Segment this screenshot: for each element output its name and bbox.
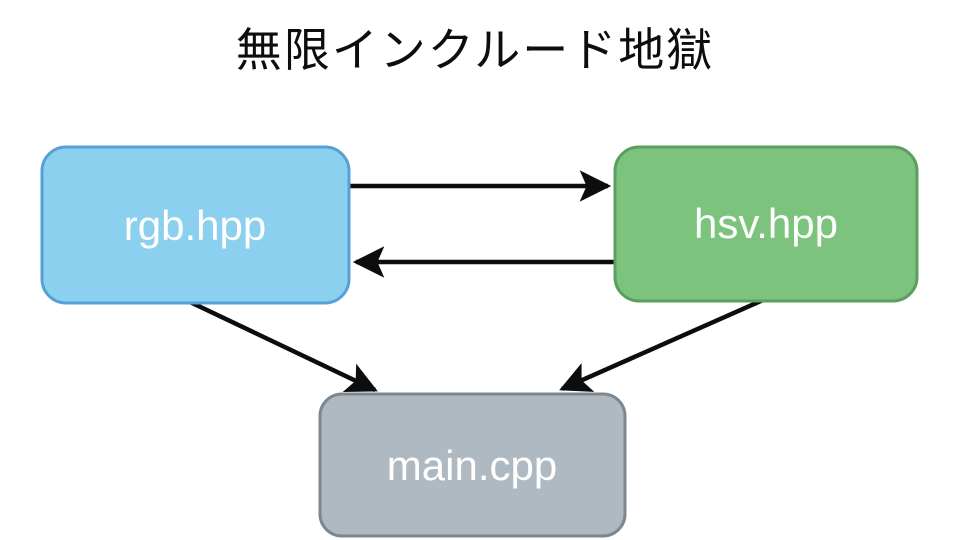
node-main-cpp: main.cpp bbox=[318, 392, 627, 538]
node-main-cpp-label: main.cpp bbox=[387, 442, 557, 489]
node-hsv-hpp-box bbox=[613, 145, 919, 303]
arrow-rgb-to-main bbox=[189, 299, 378, 393]
node-rgb-hpp-label: rgb.hpp bbox=[124, 202, 266, 249]
node-main-cpp-box bbox=[318, 392, 627, 538]
node-rgb-hpp-box bbox=[40, 145, 351, 305]
arrow-hsv-to-main bbox=[559, 297, 764, 392]
node-rgb-hpp: rgb.hpp bbox=[40, 145, 351, 305]
node-hsv-hpp: hsv.hpp bbox=[613, 145, 919, 303]
node-hsv-hpp-label: hsv.hpp bbox=[694, 200, 838, 247]
diagram-title: 無限インクルード地獄 bbox=[236, 24, 715, 76]
